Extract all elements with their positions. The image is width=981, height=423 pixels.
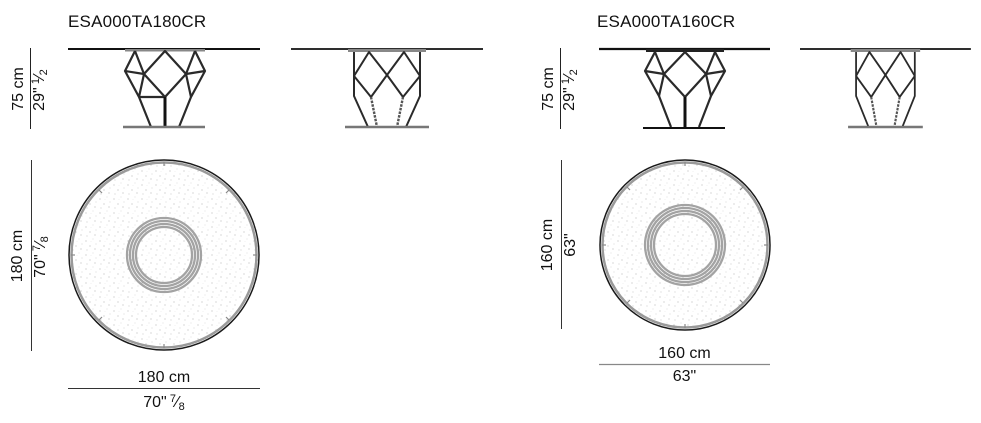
top-plan-160 — [599, 159, 771, 331]
diameter-inch-horizontal-160: 63" — [672, 368, 697, 385]
diameter-cm-horizontal-180: 180 cm — [137, 369, 191, 386]
diameter-inch-whole: 70" — [143, 394, 167, 411]
model-code-160: ESA000TA160CR — [597, 12, 736, 31]
diameter-inch-horizontal-180: 70" 7⁄8 — [143, 393, 185, 413]
diameter-inch-den: 8 — [178, 401, 185, 413]
front-elevation-160 — [599, 47, 770, 129]
model-code-180: ESA000TA180CR — [68, 12, 207, 31]
diameter-inch-num: 7 — [169, 393, 176, 405]
side-elevation-180 — [289, 47, 485, 129]
diameter-cm-horizontal-160: 160 cm — [658, 345, 711, 362]
front-elevation-180 — [66, 47, 262, 129]
top-plan-180 — [68, 159, 260, 351]
side-elevation-160 — [798, 47, 973, 129]
